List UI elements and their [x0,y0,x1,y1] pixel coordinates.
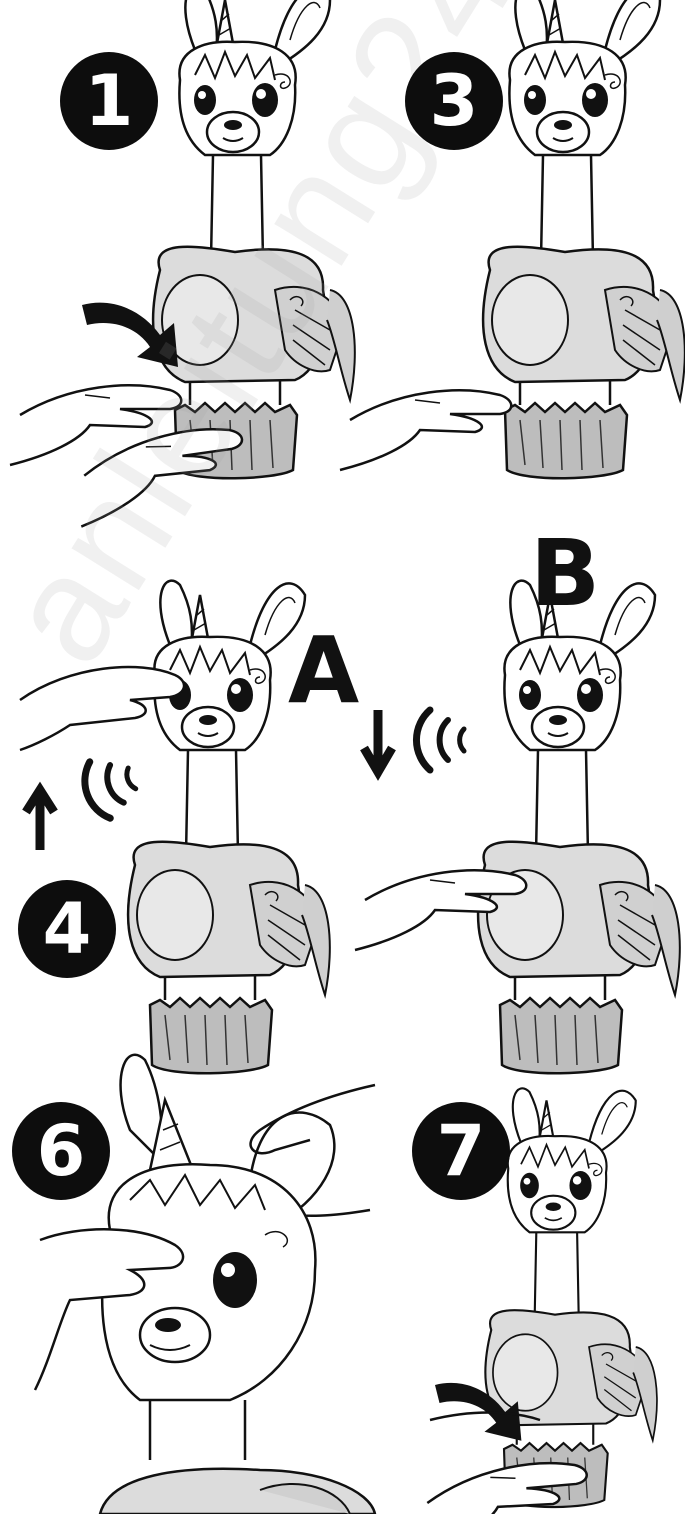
panel-step-4-a [20,581,330,1074]
sound-waves-icon [416,710,464,770]
step-7-badge: 7 [412,1102,510,1200]
step-1-badge: 1 [60,52,158,150]
step-4-badge: 4 [18,880,116,978]
label-b: B [530,528,600,620]
step-4-number: 4 [18,894,116,964]
panel-step-3 [340,0,685,478]
arrow-up-icon [26,790,54,850]
arrow-down-icon [364,710,392,772]
label-a: A [288,625,359,717]
panel-b [355,581,680,1074]
step-7-number: 7 [412,1116,510,1186]
step-6-badge: 6 [12,1102,110,1200]
step-3-badge: 3 [405,52,503,150]
step-3-number: 3 [405,66,503,136]
sound-waves-icon [77,750,142,823]
step-1-number: 1 [60,66,158,136]
step-6-number: 6 [12,1116,110,1186]
